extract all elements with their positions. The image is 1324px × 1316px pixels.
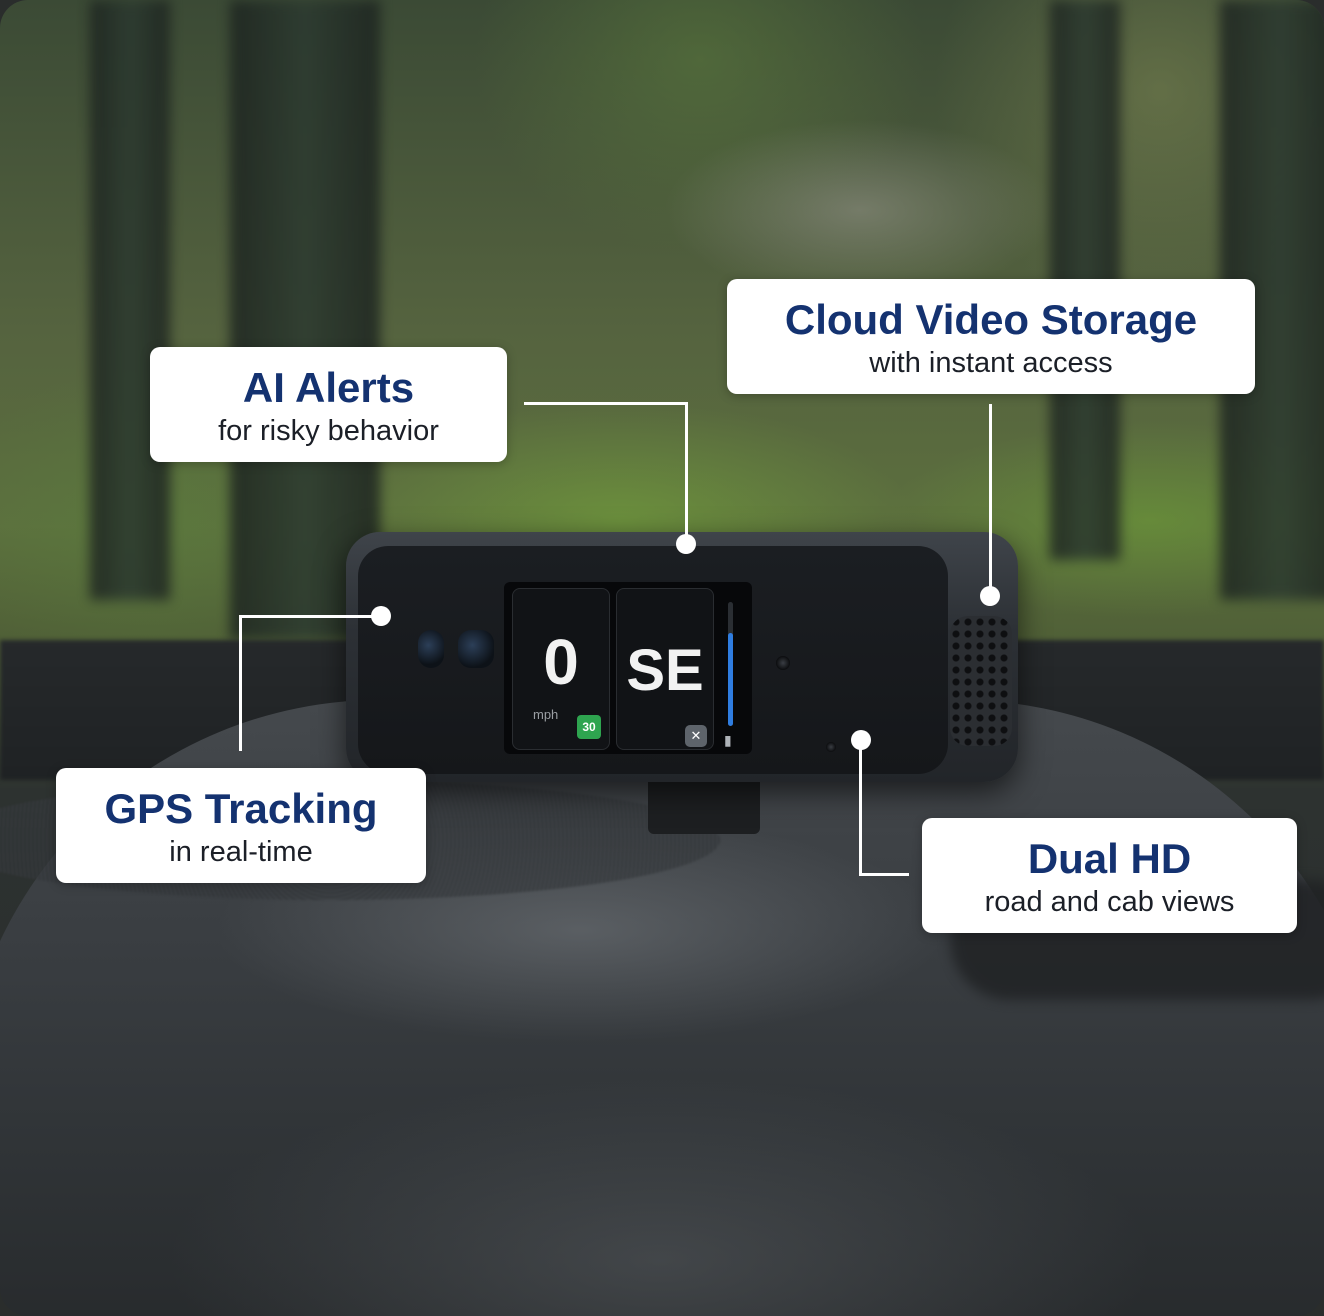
microphone-hole (826, 742, 836, 752)
callout-title: AI Alerts (242, 364, 415, 411)
callout-cloud-storage: Cloud Video Storage with instant access (727, 279, 1255, 394)
leader-line (859, 740, 862, 876)
level-bar (728, 602, 733, 726)
gps-status-icon: ✕ (685, 725, 707, 747)
dash-camera: 0 mph 30 SE ✕ ▮ (346, 532, 1018, 782)
callout-gps-tracking: GPS Tracking in real-time (56, 768, 426, 883)
callout-title: Dual HD (1027, 835, 1192, 882)
background-tree (90, 0, 170, 600)
speed-limit-badge: 30 (577, 715, 601, 739)
level-bar-fill (728, 633, 733, 726)
callout-title: Cloud Video Storage (784, 296, 1198, 343)
leader-line (239, 615, 383, 618)
fuel-icon: ▮ (724, 732, 732, 748)
background-tree (230, 0, 380, 640)
leader-dot (851, 730, 871, 750)
callout-dual-hd: Dual HD road and cab views (922, 818, 1297, 933)
callout-subtitle: in real-time (169, 836, 313, 868)
cab-camera-lens (418, 630, 444, 668)
leader-line (685, 402, 688, 544)
heading-tile: SE ✕ (616, 588, 714, 750)
leader-line (989, 404, 992, 596)
infrared-sensor (458, 630, 494, 668)
leader-dot (676, 534, 696, 554)
leader-dot (980, 586, 1000, 606)
leader-line (859, 873, 909, 876)
speaker-vent (950, 616, 1012, 746)
callout-subtitle: for risky behavior (218, 415, 439, 447)
callout-subtitle: road and cab views (984, 886, 1235, 918)
callout-title: GPS Tracking (104, 785, 378, 832)
device-screen: 0 mph 30 SE ✕ ▮ (504, 582, 752, 754)
light-sensor (776, 656, 790, 670)
callout-ai-alerts: AI Alerts for risky behavior (150, 347, 507, 462)
leader-line (524, 402, 688, 405)
camera-face: 0 mph 30 SE ✕ ▮ (358, 546, 948, 774)
speed-value: 0 (543, 626, 579, 698)
leader-line (239, 615, 242, 751)
callout-subtitle: with instant access (869, 347, 1113, 379)
leader-dot (371, 606, 391, 626)
heading-value: SE (626, 638, 704, 703)
speed-unit: mph (533, 707, 559, 722)
speed-tile: 0 mph 30 (512, 588, 610, 750)
